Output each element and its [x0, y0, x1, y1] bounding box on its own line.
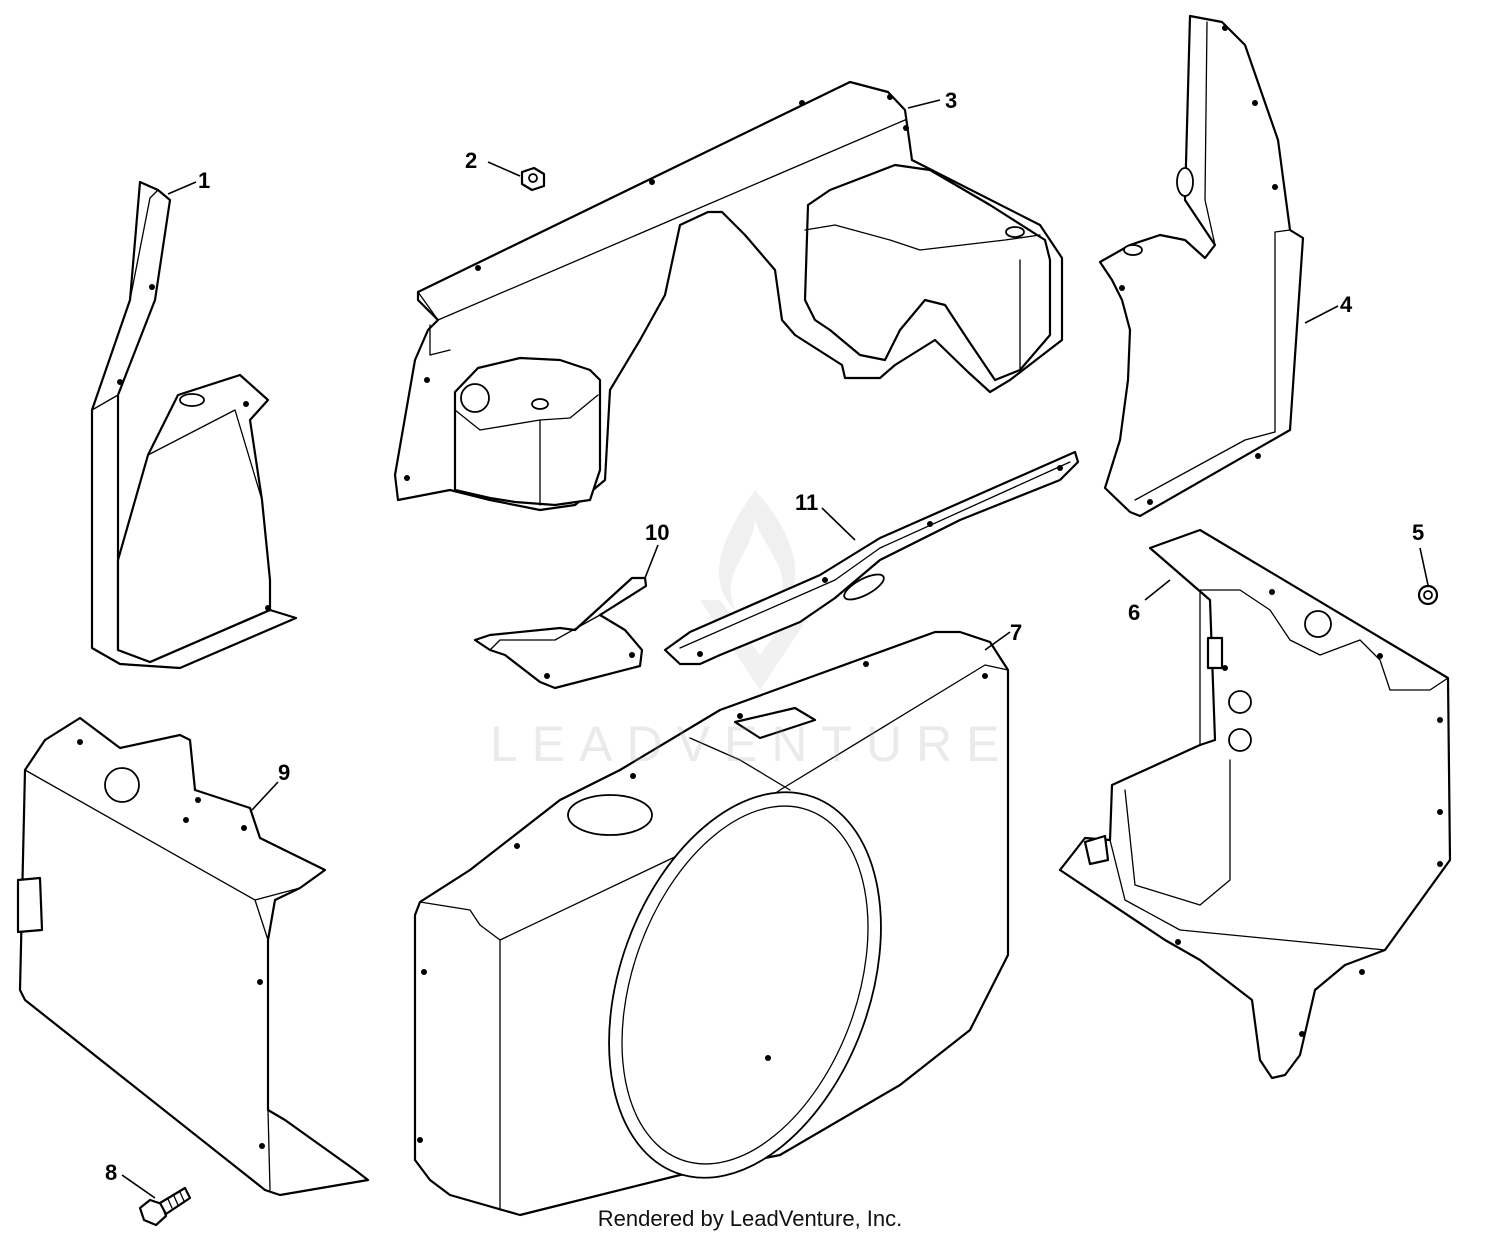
watermark-text: LEADVENTURE [490, 716, 1014, 772]
callout-7: 7 [1010, 620, 1022, 645]
callout-4: 4 [1340, 292, 1353, 317]
part-11-strap [663, 450, 1080, 666]
callout-11: 11 [795, 490, 818, 515]
callout-5: 5 [1412, 520, 1424, 545]
leader-lines [121, 99, 1429, 1199]
part-4-side-shield [1098, 14, 1305, 518]
part-10-bracket [473, 576, 648, 690]
part-2-nut [520, 166, 546, 192]
part-3-rear-panel [393, 80, 1064, 512]
part-8-bolt [138, 1186, 192, 1227]
callout-8: 8 [105, 1160, 117, 1185]
callout-3: 3 [945, 88, 957, 113]
part-6-lower-shroud [1058, 528, 1452, 1080]
callout-9: 9 [278, 760, 290, 785]
callout-2: 2 [465, 148, 477, 173]
part-5-lock-washer [1417, 584, 1439, 606]
callout-10: 10 [645, 520, 669, 545]
part-9-lower-shroud [16, 716, 370, 1197]
callout-1: 1 [198, 168, 210, 193]
part-7-front-shroud [413, 630, 1010, 1217]
footer-credit: Rendered by LeadVenture, Inc. [597, 1206, 903, 1231]
part-1-side-shield [90, 180, 298, 670]
callout-6: 6 [1128, 600, 1140, 625]
